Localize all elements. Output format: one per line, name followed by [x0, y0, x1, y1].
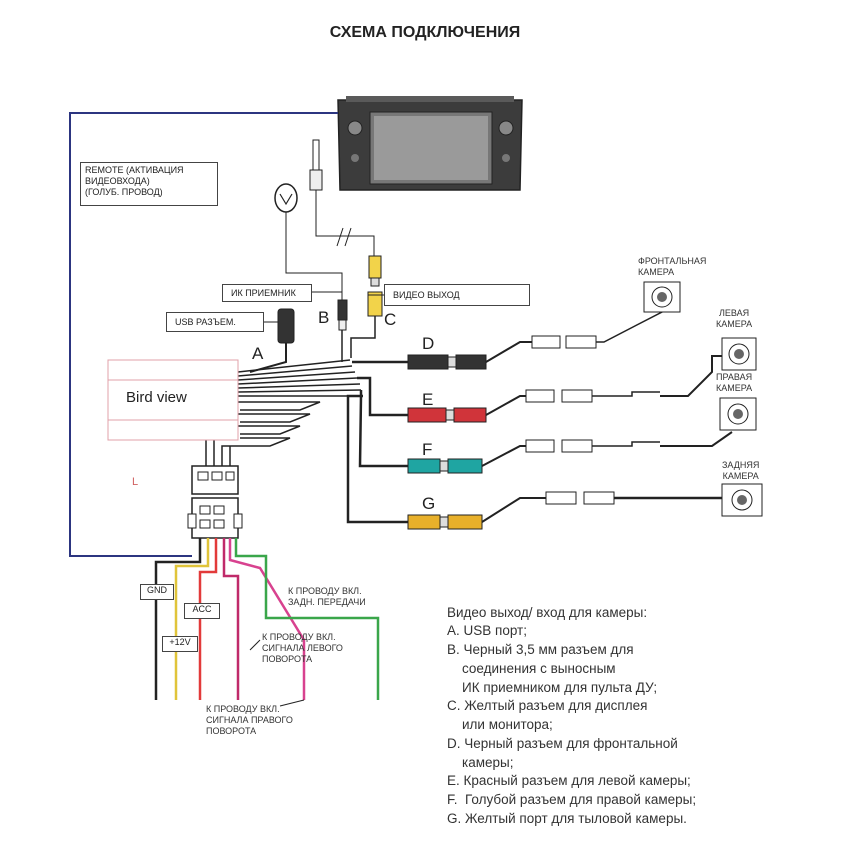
remote-callout-line: (ГОЛУБ. ПРОВОД) — [85, 187, 163, 197]
description-line: D. Черный разъем для фронтальной — [447, 736, 678, 751]
letter-d: D — [422, 334, 435, 353]
plug-e — [407, 355, 722, 423]
remote-callout-line: ВИДЕОВХОДА) — [85, 176, 150, 186]
acc-text: ACC — [192, 604, 212, 614]
front-camera-icon — [643, 281, 681, 313]
right-camera-label: ПРАВАЯ КАМЕРА — [716, 372, 752, 394]
rear-camera-label-line: КАМЕРА — [722, 471, 759, 481]
right-turn-note-line: ПОВОРОТА — [206, 726, 257, 736]
callout-pointers — [249, 291, 384, 707]
right-turn-note-line: СИГНАЛА ПРАВОГО — [206, 715, 293, 725]
small-mark: L — [132, 476, 139, 488]
reverse-note-line: ЗАДН. ПЕРЕДАЧИ — [288, 597, 366, 607]
diagram-title: СХЕМА ПОДКЛЮЧЕНИЯ — [329, 24, 521, 41]
head-unit — [337, 96, 523, 191]
wire-harness — [205, 359, 363, 466]
left-camera-icon — [721, 337, 757, 371]
front-camera-label-line: ФРОНТАЛЬНАЯ — [638, 256, 707, 266]
usb-label: USB РАЗЪЕМ. — [175, 317, 236, 327]
description-line: камеры; — [447, 755, 514, 770]
left-turn-note-line: К ПРОВОДУ ВКЛ. — [262, 632, 336, 642]
gnd-label: GND — [140, 584, 174, 600]
letter-c: C — [384, 310, 397, 329]
description-line: E. Красный разъем для левой камеры; — [447, 773, 691, 788]
av-cable — [309, 139, 375, 256]
right-camera-label-line: ПРАВАЯ — [716, 372, 753, 382]
reverse-wire-note: К ПРОВОДУ ВКЛ. ЗАДН. ПЕРЕДАЧИ — [288, 586, 366, 608]
letter-b: B — [318, 308, 330, 327]
description-line: ИК приемником для пульта ДУ; — [447, 680, 658, 695]
right-turn-note-line: К ПРОВОДУ ВКЛ. — [206, 704, 280, 714]
left-camera-label: ЛЕВАЯ КАМЕРА — [716, 308, 752, 330]
letter-f: F — [422, 440, 433, 459]
right-camera-label-line: КАМЕРА — [716, 383, 753, 393]
v12-text: +12V — [169, 637, 191, 647]
video-out-label: ВИДЕО ВЫХОД — [393, 290, 460, 300]
rear-camera-icon — [721, 483, 763, 517]
description-line: или монитора; — [447, 717, 553, 732]
front-camera-label-line: КАМЕРА — [638, 267, 675, 277]
description-line: F. Голубой разъем для правой камеры; — [447, 792, 697, 807]
usb-callout: USB РАЗЪЕМ. — [166, 312, 264, 332]
ir-receiver-label: ИК ПРИЕМНИК — [231, 288, 296, 298]
camera-input-wires — [346, 360, 408, 524]
left-turn-note-line: СИГНАЛА ЛЕВОГО — [262, 643, 343, 653]
plug-g — [407, 491, 722, 530]
description-line: A. USB порт; — [447, 623, 527, 638]
usb-plug — [249, 308, 295, 373]
bird-view-box — [107, 359, 239, 441]
yellow-rca-plug — [350, 255, 383, 358]
left-camera-label-line: ЛЕВАЯ — [719, 308, 750, 318]
remote-callout: REMOTE (АКТИВАЦИЯ ВИДЕОВХОДА) (ГОЛУБ. ПР… — [80, 162, 218, 206]
letter-e: E — [422, 390, 434, 409]
left-camera-label-line: КАМЕРА — [716, 319, 753, 329]
letter-a: A — [252, 344, 264, 363]
black-jack-plug — [337, 299, 348, 362]
description-line: B. Черный 3,5 мм разъем для — [447, 642, 634, 657]
gnd-text: GND — [147, 585, 167, 595]
ir-sensor-icon — [274, 183, 343, 300]
harness-connector — [187, 465, 243, 539]
rear-camera-label: ЗАДНЯЯ КАМЕРА — [722, 460, 759, 482]
left-turn-note-line: ПОВОРОТА — [262, 654, 313, 664]
reverse-note-line: К ПРОВОДУ ВКЛ. — [288, 586, 362, 596]
letter-g: G — [422, 494, 436, 513]
plug-d — [407, 300, 663, 370]
video-out-callout: ВИДЕО ВЫХОД — [384, 284, 530, 306]
description-line: C. Желтый разъем для дисплея — [447, 698, 648, 713]
acc-label: ACC — [184, 603, 220, 619]
right-camera-icon — [719, 397, 757, 431]
description-line: соединения с выносным — [447, 661, 616, 676]
remote-wire — [69, 112, 338, 557]
power-wires — [154, 538, 380, 700]
rear-camera-label-line: ЗАДНЯЯ — [722, 460, 760, 470]
left-turn-wire-note: К ПРОВОДУ ВКЛ. СИГНАЛА ЛЕВОГО ПОВОРОТА — [262, 632, 343, 665]
description-line: Видео выход/ вход для камеры: — [447, 605, 648, 620]
description-line: G. Желтый порт для тыловой камеры. — [447, 811, 687, 826]
ir-receiver-callout: ИК ПРИЕМНИК — [222, 284, 312, 302]
remote-callout-line: REMOTE (АКТИВАЦИЯ — [85, 165, 184, 175]
plug-f — [407, 431, 733, 474]
right-turn-wire-note: К ПРОВОДУ ВКЛ. СИГНАЛА ПРАВОГО ПОВОРОТА — [206, 704, 293, 737]
bird-view-label: Bird view — [126, 389, 187, 406]
v12-label: +12V — [162, 636, 198, 652]
front-camera-label: ФРОНТАЛЬНАЯ КАМЕРА — [638, 256, 706, 278]
